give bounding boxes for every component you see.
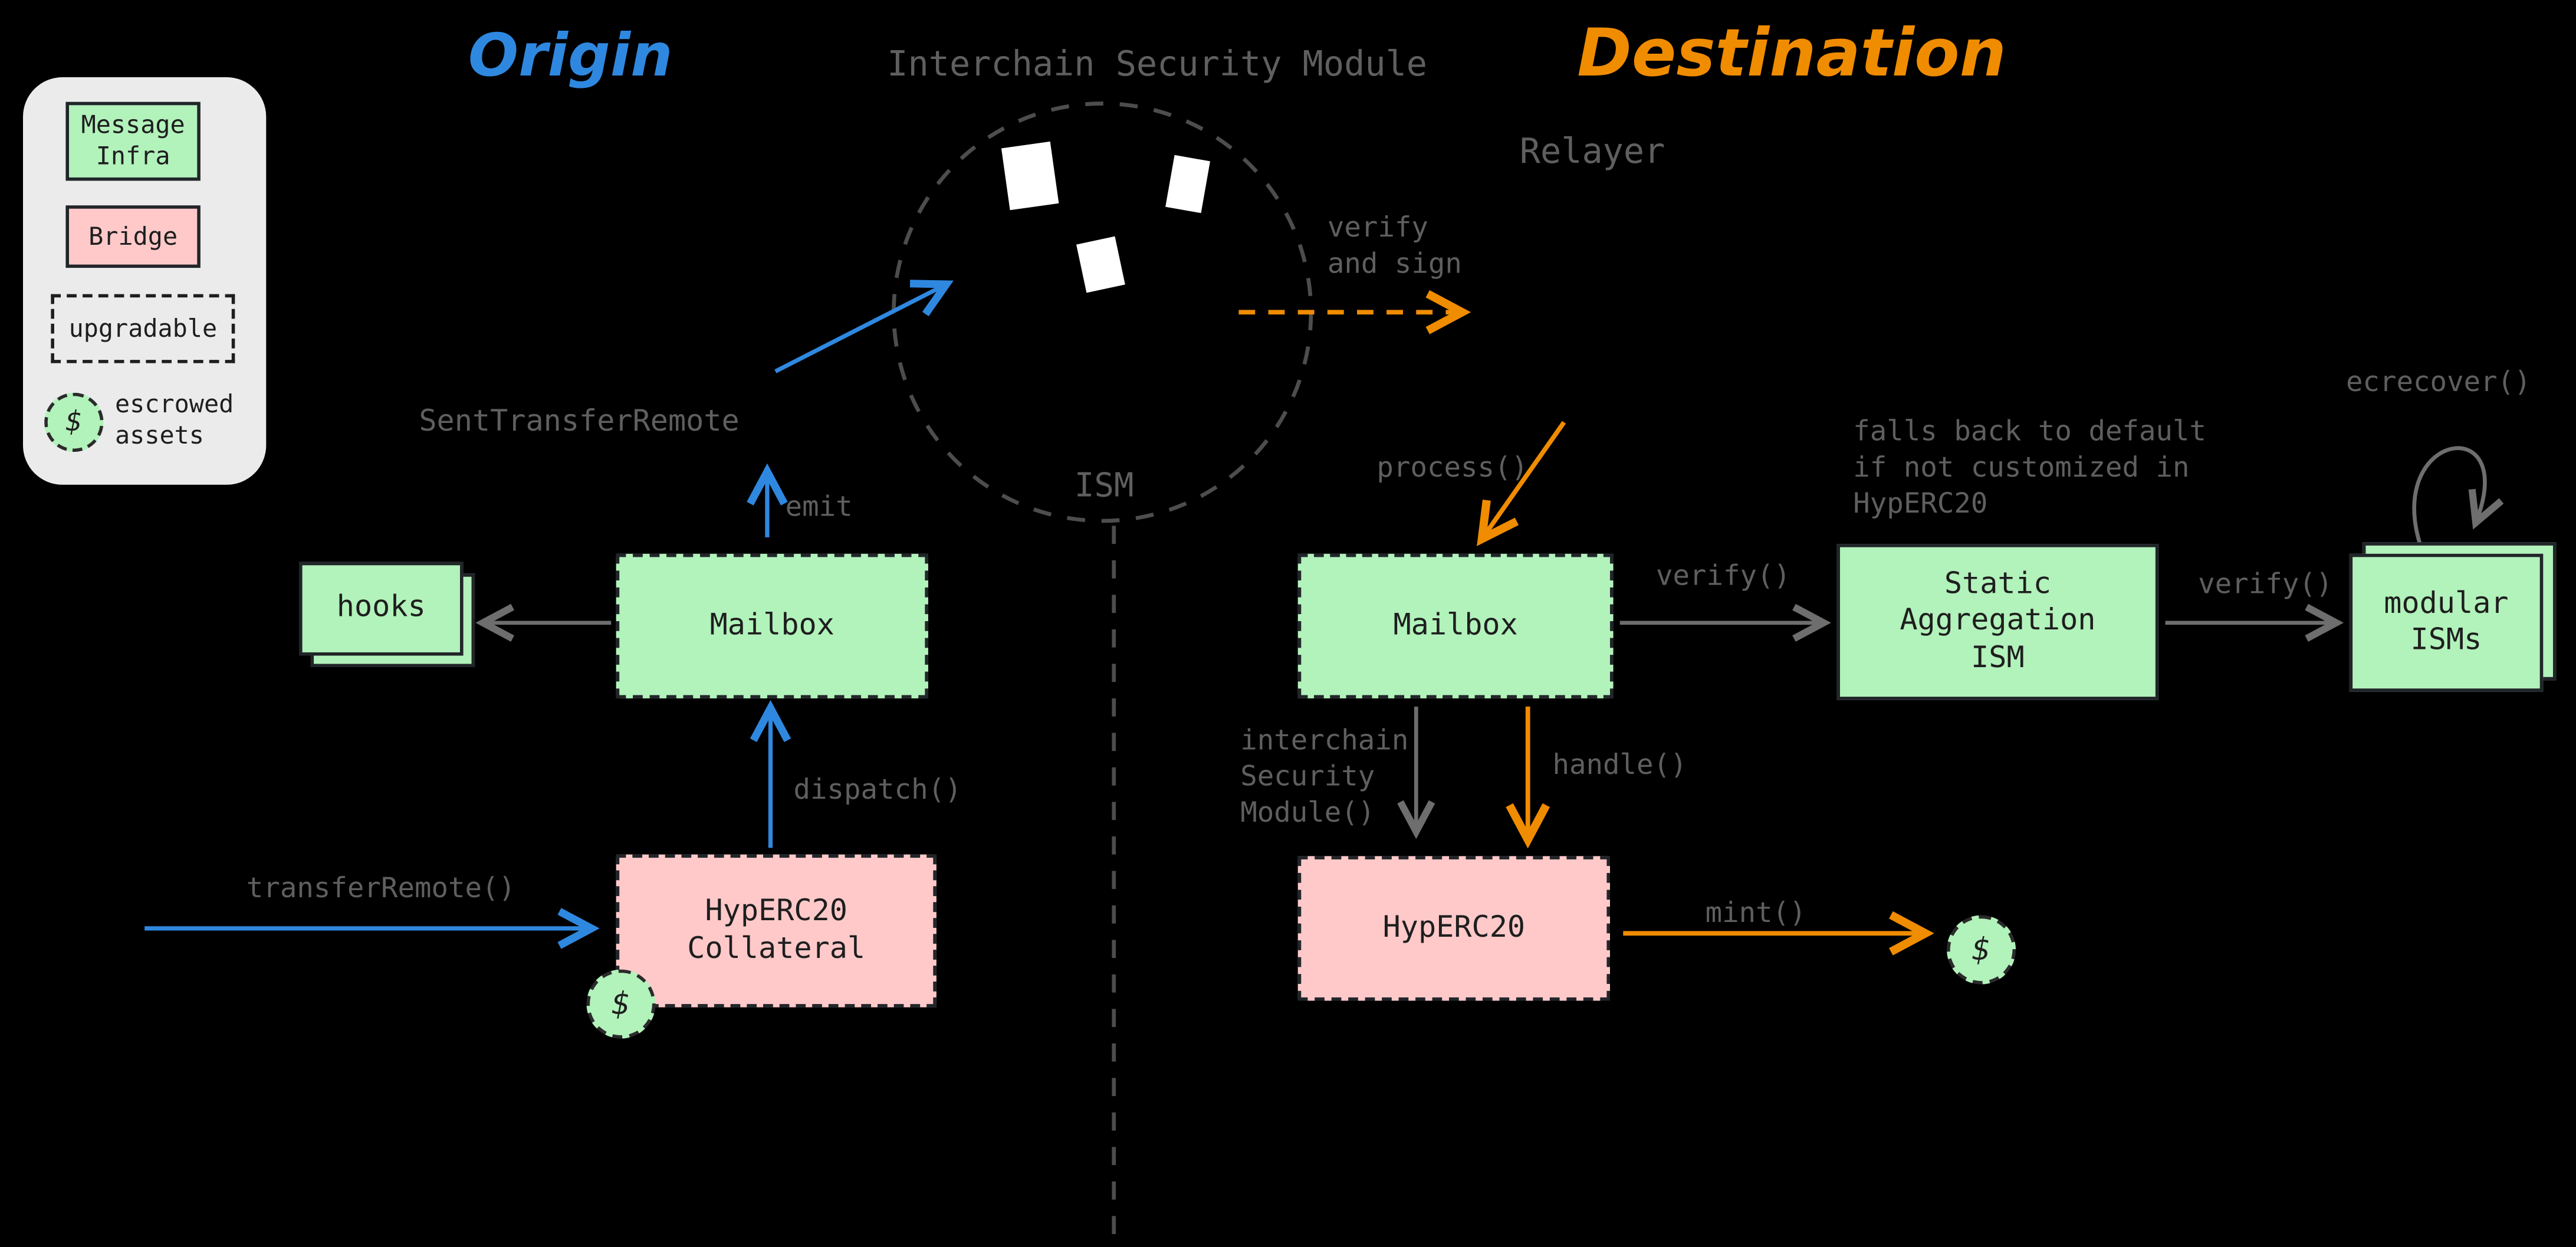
modular-isms-box: modular ISMs xyxy=(2349,553,2544,692)
process-label: process() xyxy=(1376,452,1529,485)
validator-icon xyxy=(1076,236,1125,293)
validator-icon xyxy=(1165,155,1210,214)
relayer-heading: Relayer xyxy=(1519,131,1665,171)
ism-module-heading: Interchain Security Module xyxy=(887,44,1428,84)
legend-upgradable: upgradable xyxy=(51,294,235,363)
ecrecover-loop-arrow xyxy=(2412,446,2504,545)
hooks-box: hooks xyxy=(298,562,464,656)
legend-bridge: Bridge xyxy=(65,205,201,268)
handle-label: handle() xyxy=(1552,749,1687,782)
validator-icons xyxy=(1001,141,1210,293)
sent-transfer-remote-label: SentTransferRemote xyxy=(419,404,740,439)
legend: Message Infra Bridge upgradable $ escrow… xyxy=(22,77,267,485)
verify-label-2: verify() xyxy=(2198,568,2333,602)
static-aggregation-ism-box: Static Aggregation ISM xyxy=(1836,544,2159,700)
destination-title: Destination xyxy=(1577,16,2007,92)
ecrecover-label: ecrecover() xyxy=(2345,366,2531,399)
mint-label: mint() xyxy=(1705,897,1806,930)
dispatch-label: dispatch() xyxy=(793,774,962,807)
origin-mailbox-box: Mailbox xyxy=(616,553,928,698)
ism-label: ISM xyxy=(1074,465,1134,505)
transfer-remote-label: transferRemote() xyxy=(246,872,516,905)
interchain-sm-label: interchain Security Module() xyxy=(1240,724,1409,831)
origin-title: Origin xyxy=(468,22,673,91)
to-ism-arrow xyxy=(774,280,954,373)
verify-label-1: verify() xyxy=(1655,560,1791,593)
destination-hyperc20-box: HypERC20 xyxy=(1297,856,1610,1001)
legend-escrowed-label: escrowed assets xyxy=(114,389,234,450)
hyperc20-collateral-box: HypERC20 Collateral xyxy=(616,854,937,1008)
legend-message-infra: Message Infra xyxy=(65,101,201,181)
verify-and-sign-label: verify and sign xyxy=(1327,212,1462,281)
validator-icon xyxy=(1001,141,1059,211)
origin-escrowed-assets-icon: $ xyxy=(586,969,656,1039)
legend-escrowed-icon: $ xyxy=(44,392,104,452)
emit-label: emit xyxy=(785,491,853,524)
destination-mailbox-box: Mailbox xyxy=(1297,553,1614,698)
process-arrow xyxy=(1477,421,1566,546)
falls-back-note: falls back to default if not customized … xyxy=(1853,415,2207,521)
minted-assets-icon: $ xyxy=(1947,915,2016,985)
